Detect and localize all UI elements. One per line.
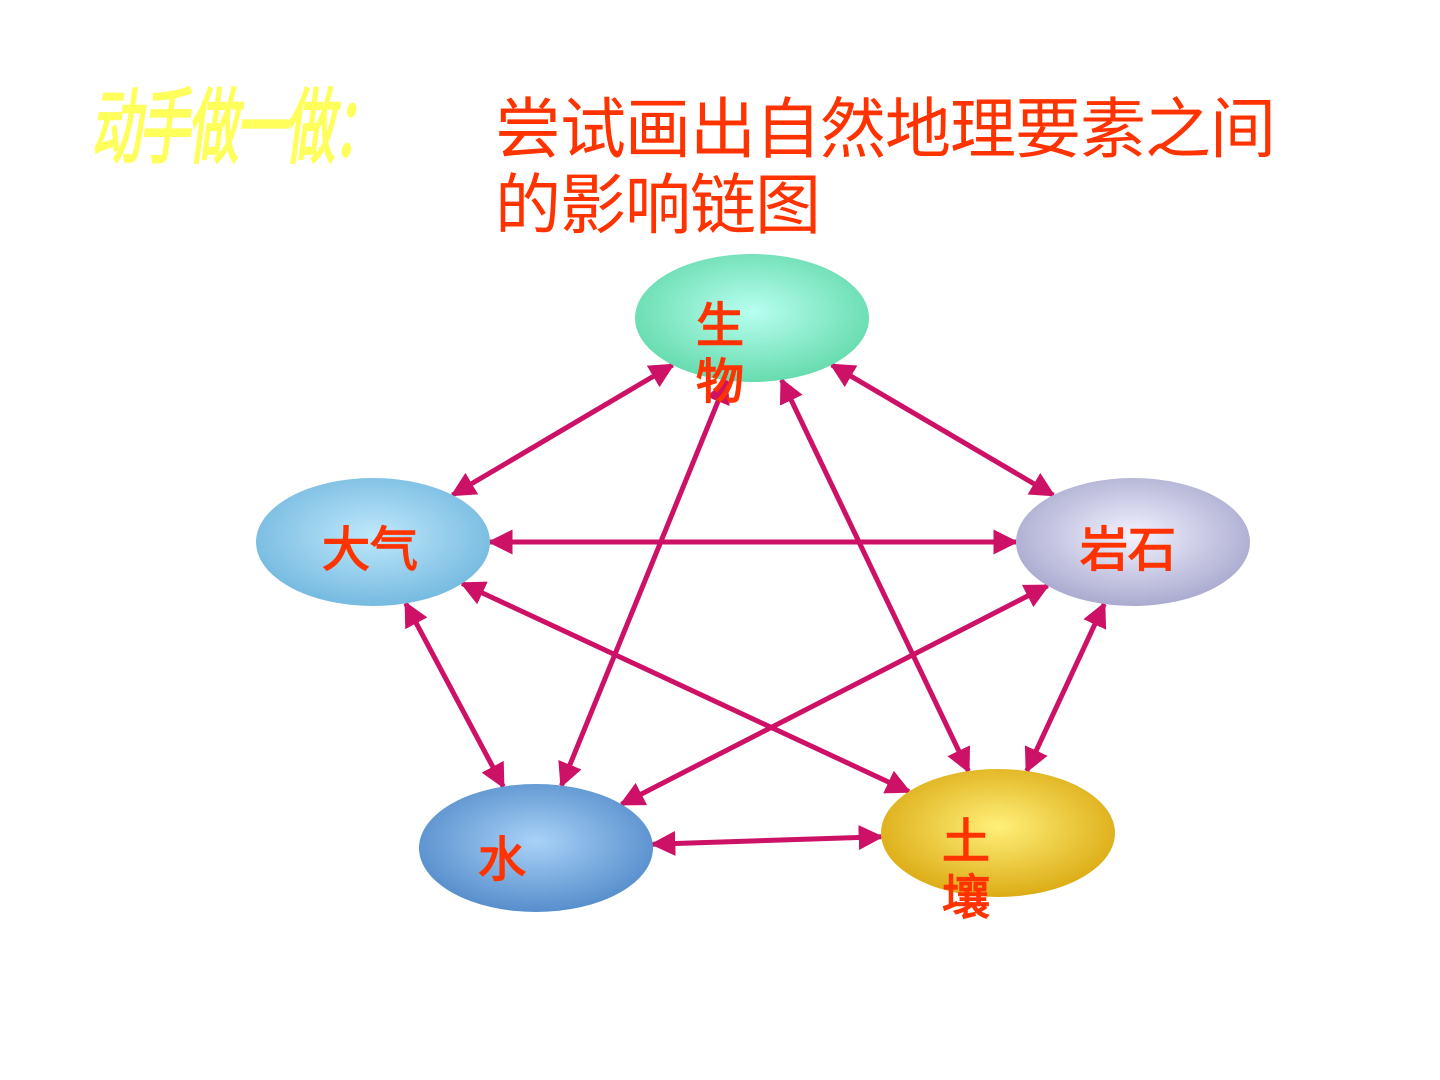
arrow-atmosphere-soil [459,581,912,794]
node-label-biology: 生 物 [692,298,748,410]
arrow-biology-water [558,378,730,788]
node-soil [881,769,1115,897]
arrow-water-soil [650,825,884,856]
node-label-soil: 土 壤 [936,814,996,926]
node-rock [1016,478,1250,606]
instruction-line-2: 的影响链图 [495,167,821,244]
instruction-line-1: 尝试画出自然地理要素之间 [495,91,1276,168]
node-atmosphere [256,478,490,606]
node-label-rock: 岩石 [1079,522,1176,578]
node-water [419,784,653,912]
node-label-soil-line1: 土 [941,814,990,870]
arrow-atmosphere-water [403,601,506,789]
node-biology [635,254,869,382]
nodes-layer [256,254,1250,912]
node-label-biology-line1: 生 [695,298,744,354]
arrows-layer [403,362,1107,856]
arrow-rock-water [619,583,1050,807]
node-label-biology-line2: 物 [695,354,744,410]
arrow-rock-soil [1024,601,1107,774]
node-label-soil-line2: 壤 [941,870,990,926]
arrow-biology-soil [779,377,971,774]
arrow-biology-atmosphere [450,362,675,498]
node-label-atmosphere: 大气 [321,522,418,578]
heading-do-it-yourself: 动手做一做： [88,81,392,176]
instruction-text: 尝试画出自然地理要素之间 的影响链图 [495,92,1295,244]
node-label-water: 水 [477,832,526,888]
arrow-biology-rock [829,362,1056,498]
